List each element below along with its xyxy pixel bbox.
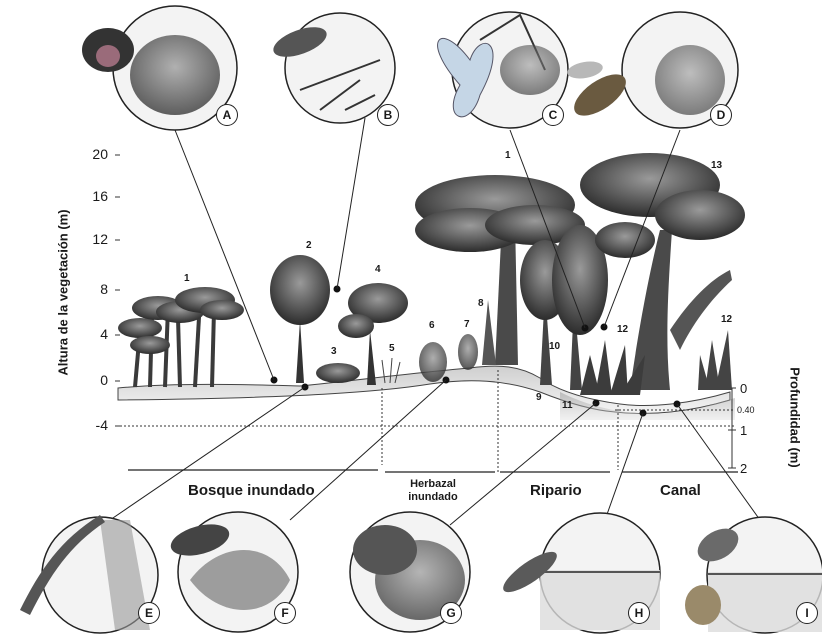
vegetation-number: 12 <box>617 324 628 335</box>
agave-12b <box>698 330 732 390</box>
vegetation-number: 4 <box>375 264 381 275</box>
palm-group-1 <box>118 287 244 387</box>
zone-label: Bosque inundado <box>188 482 315 499</box>
inset-label-c: C <box>542 104 564 126</box>
zone-label: Ripario <box>530 482 582 499</box>
herb-7 <box>458 334 478 370</box>
zone-underlines <box>128 470 738 472</box>
inset-label-e: E <box>138 602 160 624</box>
depth-marker: 0.40 <box>737 405 755 415</box>
vegetation-number: 2 <box>306 240 312 251</box>
vegetation-number: 11 <box>562 400 573 411</box>
tree-2 <box>270 255 330 383</box>
inset-label-d: D <box>710 104 732 126</box>
vegetation-number: 6 <box>429 320 435 331</box>
depth-tick: 2 <box>740 461 747 476</box>
inset-label-h: H <box>628 602 650 624</box>
shrub-3 <box>316 363 360 383</box>
vegetation-number: 7 <box>464 319 470 330</box>
y-axis-ticks <box>115 155 120 426</box>
y-tick: 12 <box>78 231 108 247</box>
y-tick: 0 <box>78 372 108 388</box>
vegetation-number: 3 <box>331 346 337 357</box>
depth-tick: 1 <box>740 423 747 438</box>
depth-axis-label: Profundidad (m) <box>788 353 803 483</box>
frog-icon <box>353 525 417 575</box>
y-tick: -4 <box>78 417 108 433</box>
y-tick: 8 <box>78 281 108 297</box>
vegetation-number: 5 <box>389 343 395 354</box>
vegetation-number: 10 <box>549 341 560 352</box>
herb-6 <box>419 342 447 382</box>
inset-label-g: G <box>440 602 462 624</box>
y-axis-label: Altura de la vegetación (m) <box>56 208 71 378</box>
vegetation-number: 9 <box>536 392 542 403</box>
inset-label-b: B <box>377 104 399 126</box>
vegetation-number: 1 <box>184 273 190 284</box>
vegetation-number: 1 <box>505 150 511 161</box>
inset-label-i: I <box>796 602 818 624</box>
zone-label: Herbazal inundado <box>398 478 468 504</box>
vegetation-number: 13 <box>711 160 722 171</box>
inset-label-a: A <box>216 104 238 126</box>
zone-label: Canal <box>660 482 701 499</box>
riparian-trees <box>520 225 608 390</box>
depth-tick: 0 <box>740 381 747 396</box>
y-tick: 20 <box>78 146 108 162</box>
vegetation-number: 8 <box>478 298 484 309</box>
y-tick: 16 <box>78 188 108 204</box>
y-tick: 4 <box>78 326 108 342</box>
inset-label-f: F <box>274 602 296 624</box>
vegetation-number: 12 <box>721 314 732 325</box>
